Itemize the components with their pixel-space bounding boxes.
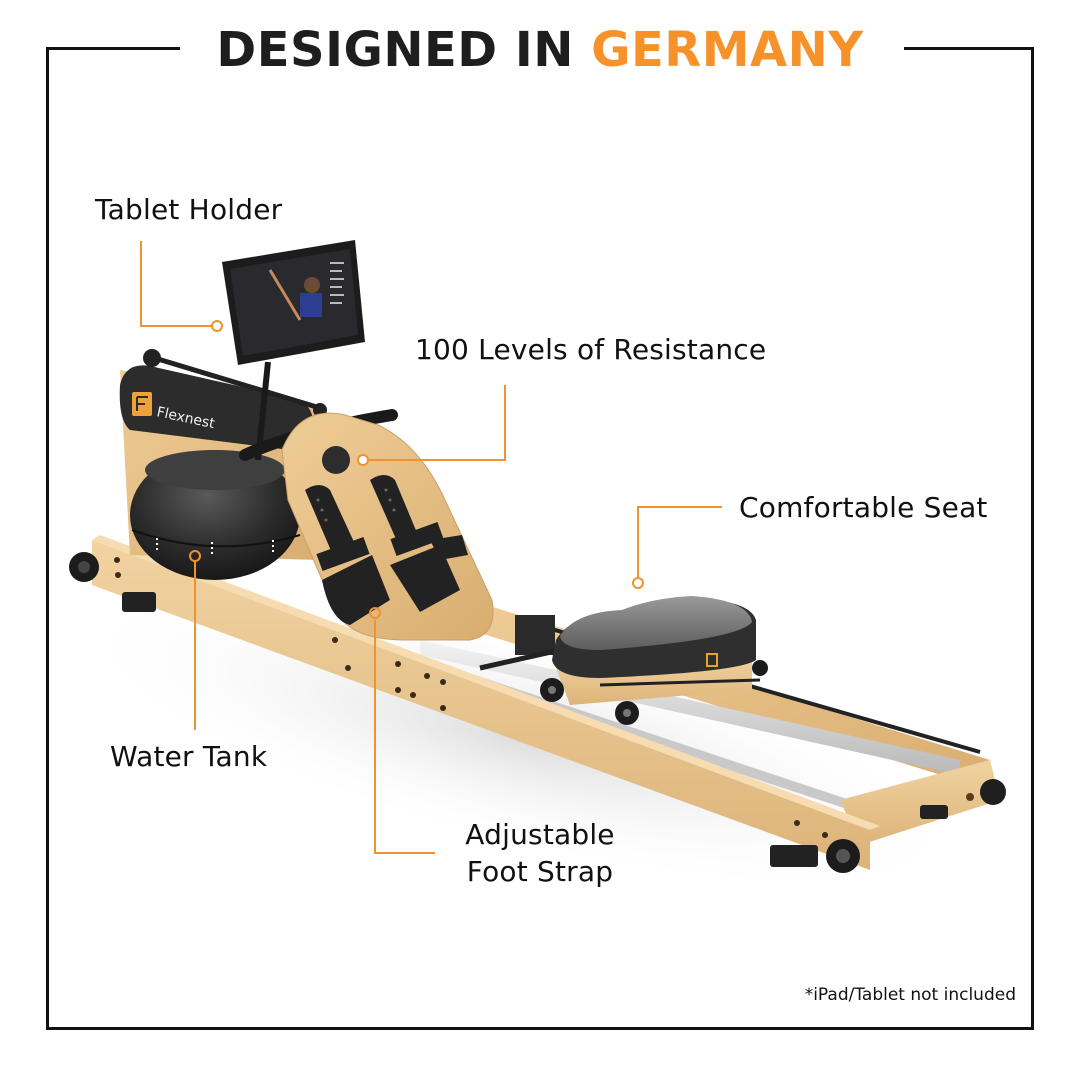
title-background: [180, 30, 904, 70]
label-foot-strap-line1: Adjustable: [465, 818, 615, 851]
callout-line-foot-strap: [374, 620, 435, 854]
tablet: [222, 240, 365, 365]
end-crossbar: [840, 760, 1000, 845]
callout-line-tablet-holder: [140, 241, 212, 327]
wheel-icon: [980, 779, 1006, 805]
front-rail: [92, 540, 870, 870]
page-title: DESIGNED IN GERMANY: [0, 18, 1080, 82]
callout-line-seat: [637, 506, 722, 578]
label-comfortable-seat: Comfortable Seat: [739, 491, 988, 524]
title-designed-in: DESIGNED IN: [216, 22, 574, 78]
label-resistance: 100 Levels of Resistance: [415, 333, 767, 366]
callout-lines: [140, 241, 722, 854]
seat-logo-icon: [706, 653, 718, 667]
foot-pad: [770, 845, 818, 867]
label-tablet-holder: Tablet Holder: [95, 193, 283, 226]
title-germany: GERMANY: [591, 22, 864, 78]
foot-pad: [122, 592, 156, 612]
foot-strap: [305, 485, 360, 560]
footnote-tablet-not-included: *iPad/Tablet not included: [804, 985, 1016, 1005]
callout-line-resistance: [368, 385, 506, 461]
label-foot-strap: Adjustable Foot Strap: [440, 816, 640, 890]
resistance-knob: [322, 446, 350, 474]
label-water-tank: Water Tank: [110, 740, 268, 773]
flywheel-housing: [119, 365, 314, 450]
foot-strap: [370, 475, 420, 548]
label-foot-strap-line2: Foot Strap: [466, 855, 614, 888]
seat: [479, 596, 768, 725]
